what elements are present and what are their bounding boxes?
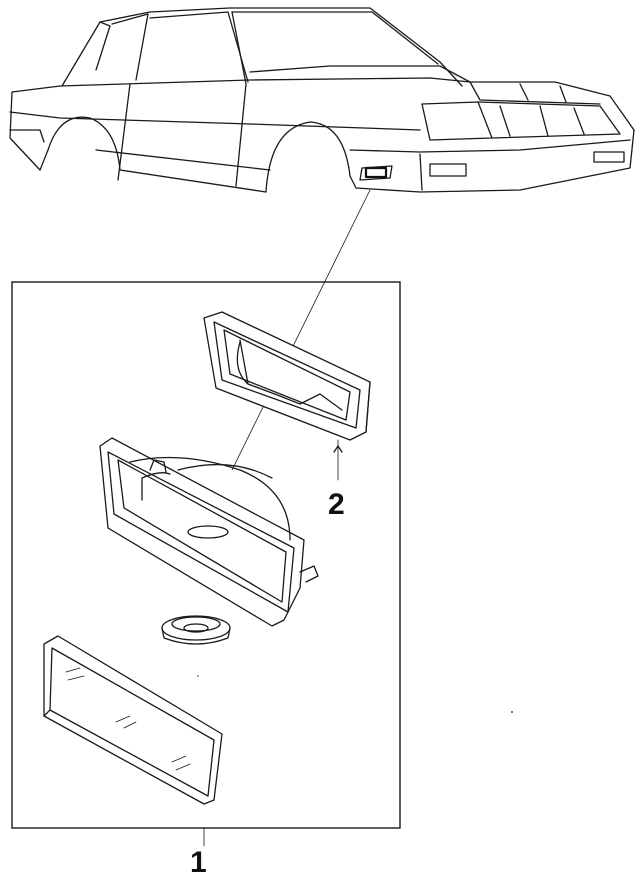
vehicle-outline <box>9 7 635 193</box>
bezel-housing <box>203 311 371 481</box>
lamp-lens <box>43 635 223 805</box>
leader-line <box>231 189 371 471</box>
lamp-housing <box>99 437 319 627</box>
assembly-frame <box>11 281 401 829</box>
scan-dot <box>197 675 199 677</box>
callout-1: 1 <box>190 827 207 874</box>
callout-2: 2 <box>328 488 345 521</box>
callout-1-label: 1 <box>190 846 207 874</box>
scan-dot <box>511 711 513 713</box>
bulb-socket <box>161 615 231 645</box>
callout-2-label: 2 <box>328 488 345 521</box>
